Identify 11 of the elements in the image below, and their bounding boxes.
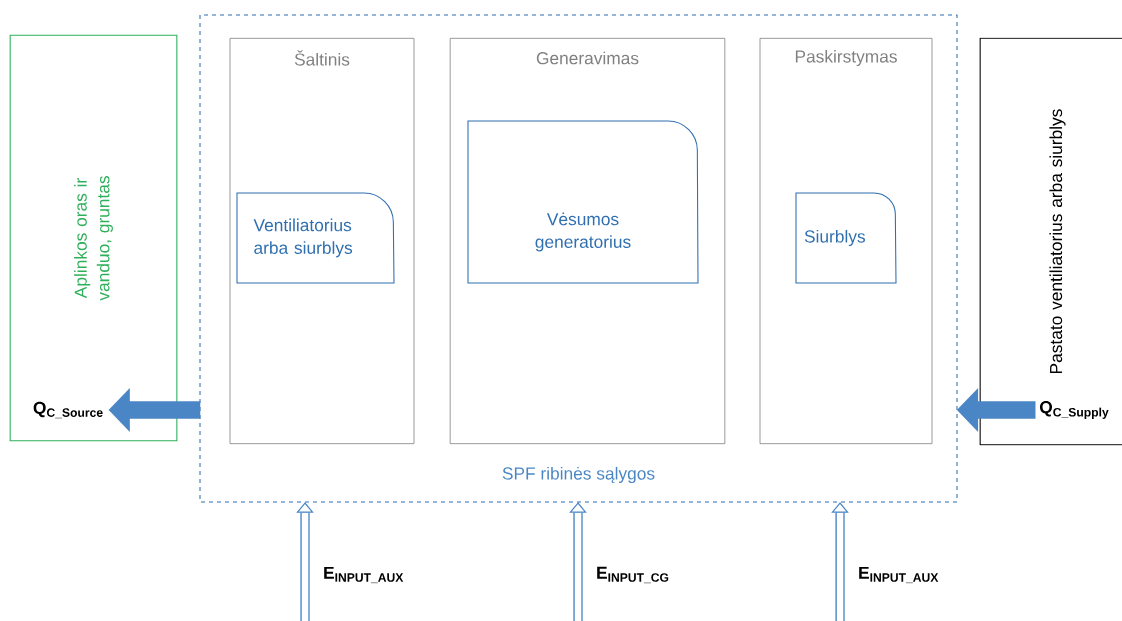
component-box: Siurblys bbox=[795, 192, 897, 284]
edge-label: Q$_{C_Supply}$ bbox=[1040, 401, 1109, 419]
edge-label: E$_{INPUT_AUX}$ bbox=[859, 566, 939, 584]
input-arrow bbox=[296, 502, 314, 621]
edge-label: E$_{INPUT_CG}$ bbox=[597, 566, 669, 584]
input-arrow bbox=[569, 502, 587, 621]
component-box: Vėsumos generatorius bbox=[467, 120, 699, 284]
edge-label: Q$_{C_Source}$ bbox=[33, 401, 103, 419]
edge-label: E$_{INPUT_AUX}$ bbox=[324, 566, 404, 584]
component-box: Ventiliatorius arba siurblys bbox=[236, 192, 395, 284]
input-arrow bbox=[831, 502, 849, 621]
